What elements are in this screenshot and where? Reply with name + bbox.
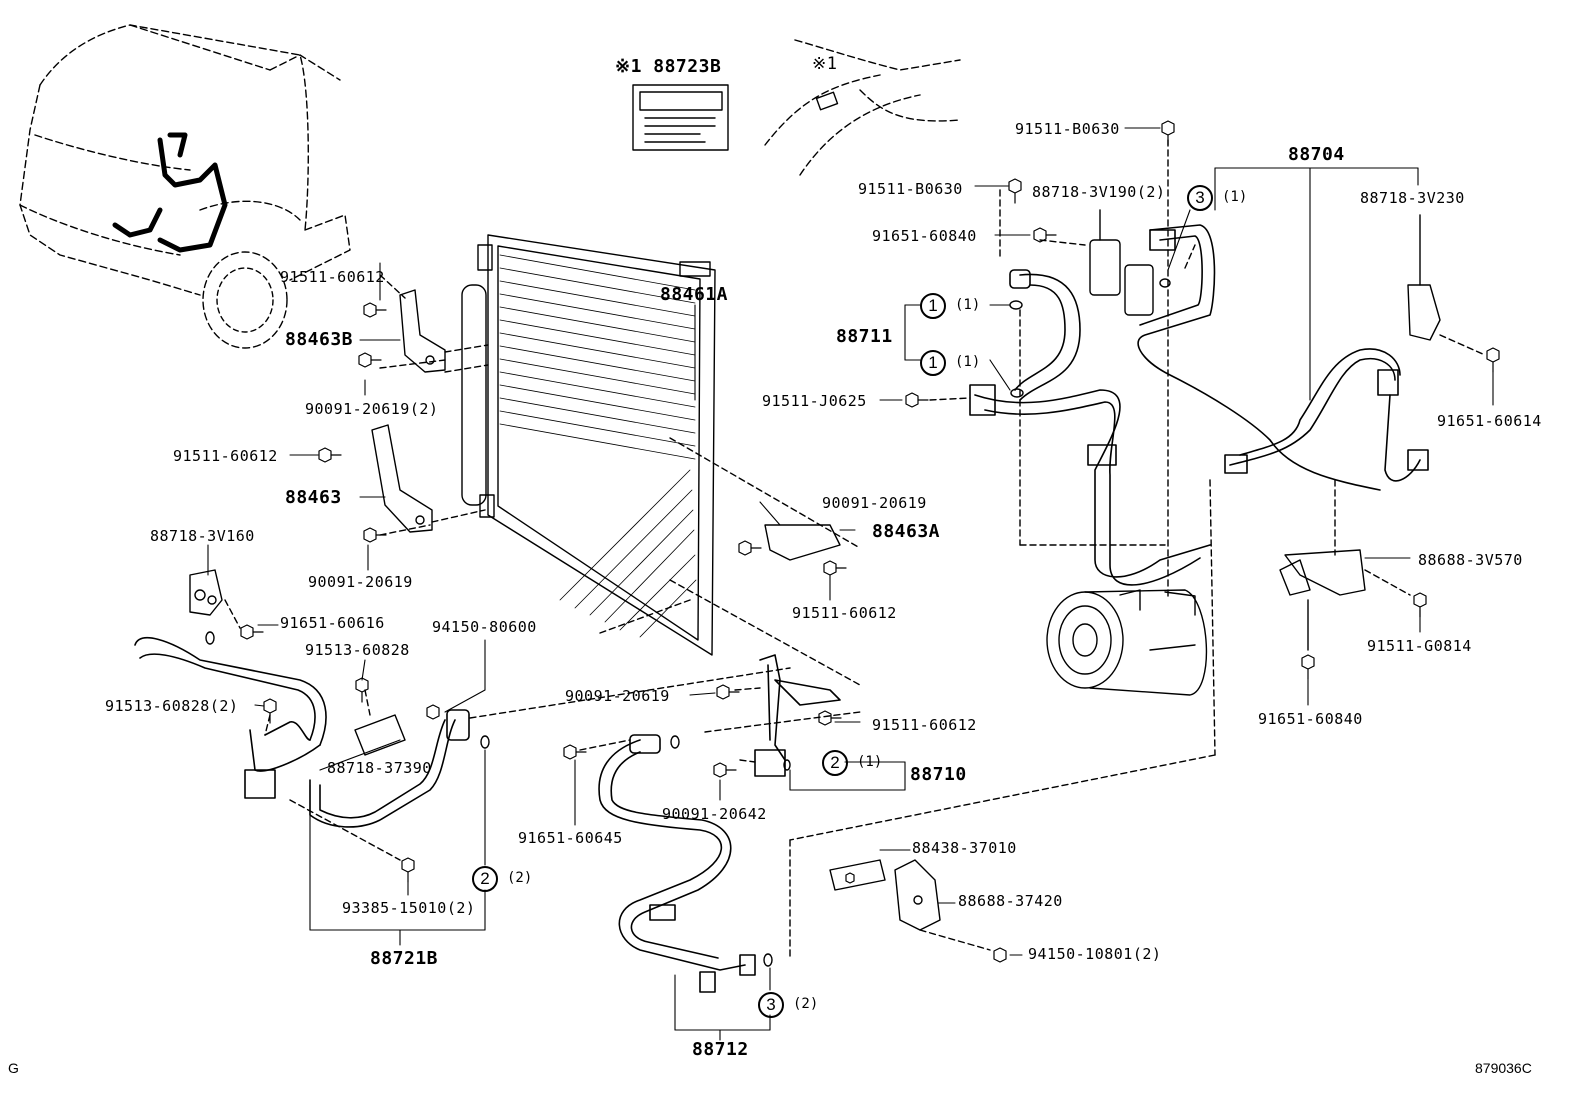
label-90091-20619-c: 90091-20619 [565,687,670,705]
o-ring [1159,278,1171,288]
label-90091-20619-2: 90091-20619(2) [305,400,439,418]
label-91511-60612-c: 91511-60612 [792,604,897,622]
o-ring [1010,388,1024,398]
label-94150-10801: 94150-10801(2) [1028,945,1162,963]
label-leaders [207,127,1494,1041]
truck-cab-illustration [19,24,351,296]
label-88688-37420: 88688-37420 [958,892,1063,910]
o-ring [205,631,215,645]
o-ring [783,759,791,771]
o-ring [1009,300,1023,310]
label-88718-37390: 88718-37390 [327,759,432,777]
label-90091-20642: 90091-20642 [662,805,767,823]
label-91511-60612-a: 91511-60612 [280,268,385,286]
clamp-88718-3v160 [189,569,223,616]
label-88712: 88712 [692,1039,749,1060]
label-91511-b0630: 91511-B0630 [858,180,963,198]
condenser-leaders [379,274,861,733]
label-88704: 88704 [1288,144,1345,165]
label-91511-g0814: 91511-G0814 [1367,637,1472,655]
label-88711: 88711 [836,326,893,347]
callout-circle-3: 3 [1187,185,1213,211]
callout-circle-2: 2 [472,866,498,892]
label-location-mark [815,91,839,111]
label-90091-20619-b: 90091-20619 [308,573,413,591]
callout-qty: (1) [955,297,981,313]
label-88463: 88463 [285,487,342,508]
label-91511-b0630-top: 91511-B0630 [1015,120,1120,138]
bracket-88438-37010 [829,859,886,891]
callout-qty: (2) [793,996,819,1012]
clamp-88718-3v230 [1407,214,1441,341]
label-88463b: 88463B [285,329,354,350]
label-93385-15010: 93385-15010(2) [342,899,476,917]
center-group-leaders [579,687,761,763]
callout-qty: (1) [1222,189,1248,205]
callout-qty: (2) [507,870,533,886]
discharge-hose-88711 [969,269,1211,586]
truck-pipe-route [112,132,228,253]
liquid-tube-88721b [134,637,470,828]
illustration-code: 879036C [1475,1060,1532,1076]
label-94150-80600: 94150-80600 [432,618,537,636]
label-91651-60614: 91651-60614 [1437,412,1542,430]
label-88438-37010: 88438-37010 [912,839,1017,857]
label-88463a: 88463A [872,521,941,542]
label-88718-3v230: 88718-3V230 [1360,189,1465,207]
ac-compressor [1046,589,1208,696]
clamp-88718-3v190 [1089,209,1154,316]
bracket-88688-3v570 [1279,549,1411,651]
bracket-88463b [399,289,446,373]
label-91651-60616: 91651-60616 [280,614,385,632]
label-88688-3v570: 88688-3V570 [1418,551,1523,569]
label-88721b: 88721B [370,948,439,969]
hose-88711-leaders [929,189,1166,546]
hood-reference [764,39,961,176]
suction-pipe-88704 [1137,224,1429,491]
label-88718-3v190: 88718-3V190(2) [1032,183,1166,201]
left-group-leaders [224,599,791,861]
o-ring [670,735,680,749]
callout-circle-2: 2 [822,750,848,776]
label-91513-60828: 91513-60828 [305,641,410,659]
caution-label-88723b [632,84,729,151]
o-ring [763,953,773,967]
label-91513-60828-2: 91513-60828(2) [105,697,239,715]
label-ref-1: ※1 [812,54,838,74]
bracket-88688-37420 [894,859,991,951]
truck-wheel [202,251,288,349]
discharge-tube-88710 [754,654,841,777]
callout-qty: (1) [955,354,981,370]
label-88723b: ※1 88723B [615,56,722,77]
label-91651-60840-top: 91651-60840 [872,227,977,245]
label-88718-3v160: 88718-3V160 [150,527,255,545]
label-90091-20619-a: 90091-20619 [822,494,927,512]
callout-qty: (1) [857,754,883,770]
bolt-icons [240,120,1500,963]
bracket-88463 [371,424,433,533]
liquid-tube-88712 [598,734,756,993]
label-91651-60645: 91651-60645 [518,829,623,847]
label-91511-60612-d: 91511-60612 [872,716,977,734]
pipe-88704-leaders [789,139,1486,961]
label-88461a: 88461A [660,284,729,305]
corner-mark-left: G [8,1060,19,1076]
label-91651-60840-bottom: 91651-60840 [1258,710,1363,728]
label-88710: 88710 [910,764,967,785]
label-91511-60612-b: 91511-60612 [173,447,278,465]
o-ring [480,735,490,749]
clamp-88718-37390 [354,714,406,756]
callout-circle-3: 3 [758,992,784,1018]
callout-circle-1: 1 [920,350,946,376]
callout-circle-1: 1 [920,293,946,319]
condenser-88461a [461,234,716,656]
label-91511-j0625: 91511-J0625 [762,392,867,410]
